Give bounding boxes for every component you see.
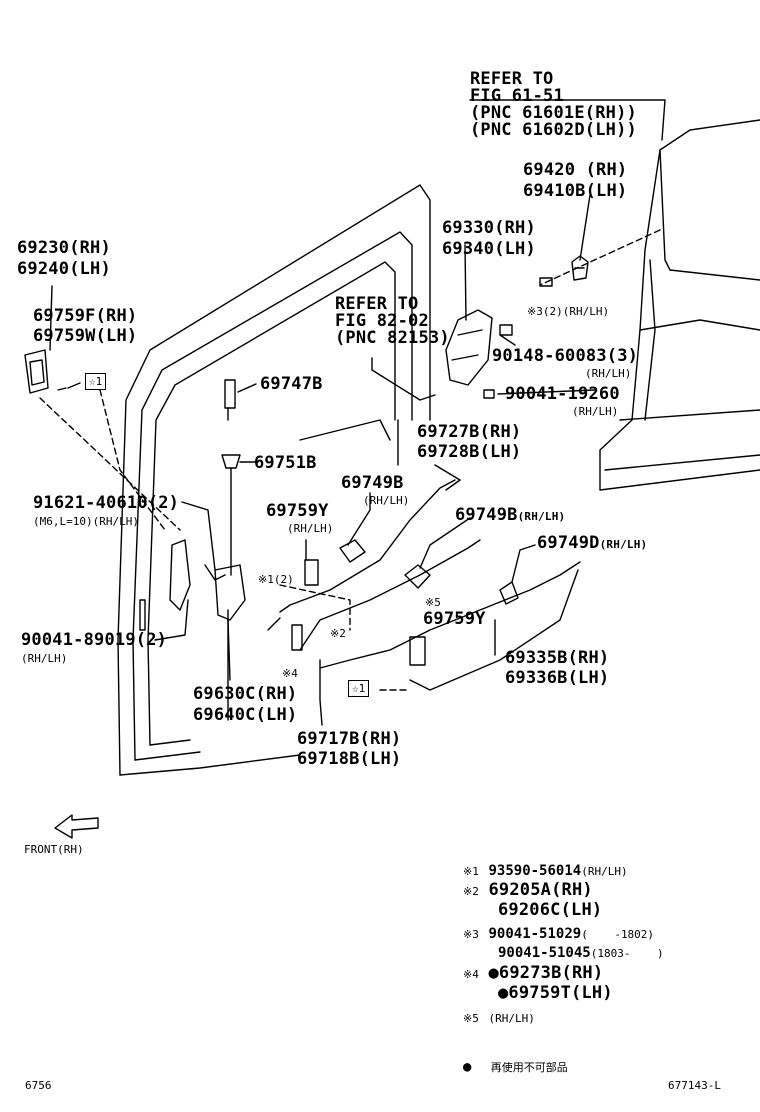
- striker: [571, 255, 589, 281]
- note4-callout: ※4: [282, 667, 298, 680]
- legend-note4b: ●69759T(LH): [498, 983, 613, 1003]
- part-91621-40610: 91621-40610(2): [33, 493, 180, 513]
- part-69749B-a-side: (RH/LH): [363, 494, 410, 507]
- footer-illustration-id: 677143-L: [668, 1079, 721, 1092]
- note3-callout: ※3(2)(RH/LH): [527, 305, 610, 318]
- part-69749B-a: 69749B: [341, 473, 404, 493]
- part-69759W: 69759W(LH): [33, 326, 138, 346]
- part-90148-60083: 90148-60083(3): [492, 346, 639, 366]
- star-note-right: ☆1: [348, 679, 370, 697]
- clip-69759Y-b: [409, 636, 426, 666]
- part-69759F: 69759F(RH): [33, 306, 138, 326]
- legend-note2b: 69206C(LH): [498, 900, 603, 920]
- cable-guide-c: [499, 581, 519, 605]
- part-69240: 69240(LH): [17, 259, 111, 279]
- note2-callout: ※2: [330, 627, 346, 640]
- rod-69749B-b: [299, 539, 481, 651]
- outside-handle: [24, 349, 49, 394]
- part-90041-19260-side: (RH/LH): [572, 405, 619, 418]
- part-69759Y-a-side: (RH/LH): [287, 522, 334, 535]
- front-arrow-shape: [54, 814, 99, 839]
- part-69751B: 69751B: [254, 453, 317, 473]
- cable-guide-b: [404, 564, 431, 589]
- part-69230: 69230(RH): [17, 238, 111, 258]
- clip-69759Y-a: [304, 559, 319, 586]
- clip-69205A: [291, 624, 303, 651]
- part-69340: 69340(LH): [442, 239, 536, 259]
- front-direction-label: FRONT(RH): [24, 843, 84, 856]
- door-bottom: [119, 754, 301, 776]
- part-69749B-b: 69749B(RH/LH): [455, 505, 566, 525]
- door-frame-outer: [117, 184, 431, 776]
- door-frame-inner2: [147, 261, 396, 746]
- part-69336B: 69336B(LH): [505, 668, 610, 688]
- part-69630C: 69630C(RH): [193, 684, 298, 704]
- part-69728B: 69728B(LH): [417, 442, 522, 462]
- legend-note1: ※1 93590-56014(RH/LH): [463, 863, 628, 879]
- door-frame-inner: [132, 231, 413, 761]
- part-69759Y-a: 69759Y: [266, 501, 329, 521]
- part-69420: 69420 (RH): [523, 160, 628, 180]
- part-69330: 69330(RH): [442, 218, 536, 238]
- part-91621-spec: (M6,L=10)(RH/LH): [33, 515, 139, 528]
- rod-69749D: [319, 561, 581, 669]
- part-69410B: 69410B(LH): [523, 181, 628, 201]
- door-lock: [445, 309, 493, 386]
- part-90148-side: (RH/LH): [585, 367, 632, 380]
- lock-knob: [224, 379, 236, 409]
- legend-non-reusable: ● 再使用不可部品: [463, 1059, 568, 1075]
- part-69718B: 69718B(LH): [297, 749, 402, 769]
- legend-note2: ※2 69205A(RH): [463, 880, 593, 900]
- part-69335B: 69335B(RH): [505, 648, 610, 668]
- refer-to-fig-82-02: REFER TO FIG 82-02 (PNC 82153): [335, 294, 450, 348]
- legend-note4: ※4 ●69273B(RH): [463, 963, 604, 983]
- part-69759Y-b: 69759Y: [423, 609, 486, 629]
- part-90041-89019-side: (RH/LH): [21, 652, 68, 665]
- refer-to-fig-61-51: REFER TO FIG 61-51 (PNC 61601E(RH)) (PNC…: [470, 69, 637, 140]
- part-90041-89019: 90041-89019(2): [21, 630, 168, 650]
- part-69640C: 69640C(LH): [193, 705, 298, 725]
- window-inner: [299, 419, 391, 441]
- knob-bushing: [221, 454, 241, 469]
- star-note-left: ☆1: [85, 372, 107, 390]
- part-69717B: 69717B(RH): [297, 729, 402, 749]
- note1-callout: ※1(2): [258, 573, 294, 586]
- remote-assembly: [214, 564, 246, 621]
- legend-note3b: 90041-51045(1803- ): [498, 945, 664, 961]
- part-69747B: 69747B: [260, 374, 323, 394]
- cable-guide-a: [339, 539, 366, 563]
- part-69727B: 69727B(RH): [417, 422, 522, 442]
- legend-note5: ※5 (RH/LH): [463, 1012, 535, 1025]
- part-69749D: 69749D(RH/LH): [537, 533, 648, 553]
- rod-69749B-a: [279, 479, 456, 613]
- part-90041-19260: 90041-19260: [505, 384, 620, 404]
- note5-callout: ※5: [425, 596, 441, 609]
- footer-figure-number: 6756: [25, 1079, 52, 1092]
- legend-note3: ※3 90041-51029( -1802): [463, 926, 655, 942]
